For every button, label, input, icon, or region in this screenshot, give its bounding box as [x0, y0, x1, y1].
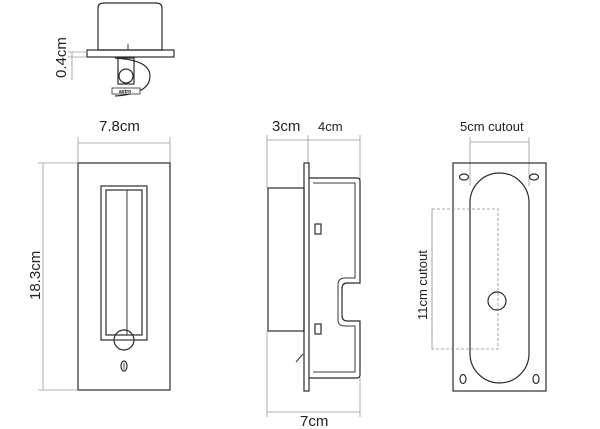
front-view-height-label: 18.3cm — [27, 251, 44, 300]
back-view-cutout — [469, 172, 530, 384]
side-view-clip-top — [314, 223, 322, 235]
side-view-clip-bottom — [314, 323, 322, 335]
side-view-faceplate — [303, 162, 310, 392]
top-view-logo-text: astro — [119, 89, 131, 95]
side-view-housing — [309, 177, 361, 379]
top-view-logo — [111, 87, 141, 95]
back-view-screw-slot-tl — [458, 173, 470, 181]
side-view-housing-inner — [313, 182, 356, 373]
side-view: 3cm 4cm 7cm — [266, 118, 361, 429]
top-view-lamp-lens — [118, 68, 134, 84]
side-view-body-label: 4cm — [318, 119, 343, 134]
back-view-screw-slot-br — [532, 373, 540, 385]
front-view-lamp-slot — [100, 185, 148, 341]
top-view-lamp-head — [117, 57, 135, 85]
top-view: astro 0.4cm — [53, 2, 175, 97]
back-view: 5cm cutout 11cm cutout — [415, 119, 547, 392]
back-view-cable-hole — [487, 291, 507, 311]
top-view-height-label: 0.4cm — [53, 37, 70, 78]
back-view-cutout-height-label: 11cm cutout — [415, 250, 430, 320]
side-view-total-label: 7cm — [300, 413, 328, 429]
back-view-plate — [452, 162, 547, 392]
top-view-faceplate — [86, 49, 175, 58]
back-view-cutout-box — [431, 208, 499, 350]
back-view-screw-slot-bl — [459, 373, 467, 385]
top-view-housing — [97, 2, 163, 51]
back-view-screw-slot-tr — [528, 173, 540, 181]
side-view-plate-label: 3cm — [272, 118, 300, 135]
front-view: 7.8cm 18.3cm — [27, 118, 171, 391]
front-view-width-label: 7.8cm — [99, 118, 140, 135]
front-view-lamp-arm — [105, 189, 143, 336]
front-view-plate — [77, 162, 171, 391]
side-view-lamp-arm — [267, 187, 305, 332]
side-view-switch — [295, 353, 304, 363]
front-view-switch — [120, 360, 128, 372]
back-view-cutout-width-label: 5cm cutout — [460, 119, 524, 134]
